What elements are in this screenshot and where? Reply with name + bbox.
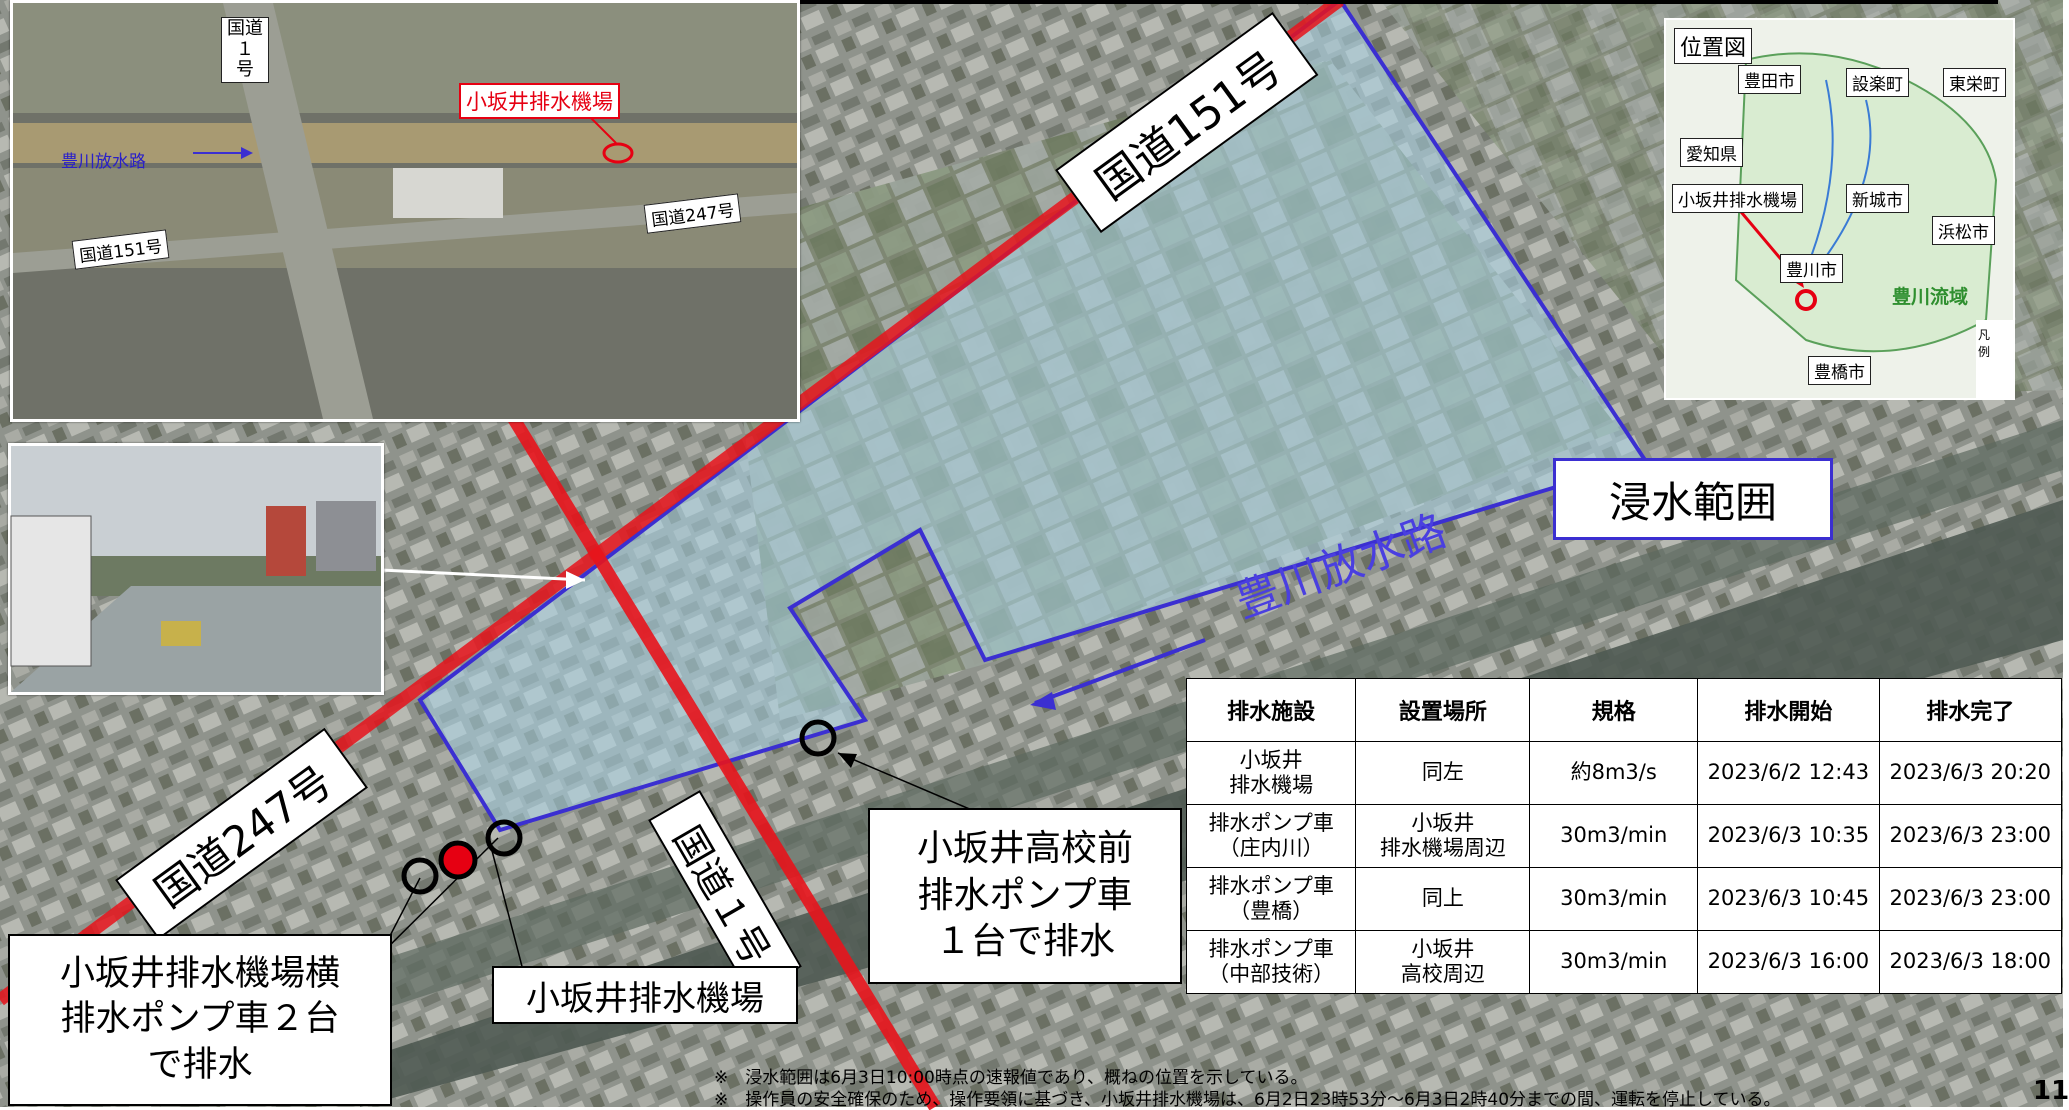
table-cell: 2023/6/3 16:00 — [1697, 930, 1880, 994]
table-cell: 2023/6/3 18:00 — [1878, 930, 2063, 994]
table-cell: 小坂井 高校周辺 — [1355, 930, 1531, 994]
map-label-hamamatsu: 浜松市 — [1932, 216, 1995, 245]
kosakai-school-pumps-label: 小坂井高校前 排水ポンプ車 １台で排水 — [868, 808, 1182, 984]
map-label-basin: 豊川流域 — [1892, 286, 1969, 308]
table-cell: 2023/6/3 20:20 — [1878, 741, 2063, 805]
table-cell: 排水ポンプ車 （豊橋） — [1185, 867, 1357, 931]
aerial-station-label: 小坂井排水機場 — [459, 83, 620, 119]
flood-area-label: 浸水範囲 — [1553, 458, 1833, 540]
aerial-photo: 国道 １ 号 小坂井排水機場 豊川放水路 国道247号 国道151号 — [10, 0, 800, 422]
table-cell: 2023/6/3 23:00 — [1878, 804, 2063, 868]
table-cell: 同上 — [1355, 867, 1531, 931]
location-map-title: 位置図 — [1674, 28, 1753, 64]
footnote-2: ※ 操作員の安全確保のため、操作要領に基づき、小坂井排水機場は、6月2日23時5… — [714, 1090, 1781, 1110]
table-cell: 2023/6/3 10:45 — [1697, 867, 1880, 931]
table-cell: 2023/6/3 10:35 — [1697, 804, 1880, 868]
table-cell: 排水ポンプ車 （中部技術） — [1185, 930, 1357, 994]
table-cell: 小坂井 排水機場周辺 — [1355, 804, 1531, 868]
map-label-shitara: 設楽町 — [1846, 68, 1909, 97]
footnote-1: ※ 浸水範囲は6月3日10:00時点の速報値であり、概ねの位置を示している。 — [714, 1068, 1308, 1088]
header-facility: 排水施設 — [1185, 678, 1357, 742]
header-location: 設置場所 — [1355, 678, 1531, 742]
map-label-toyota: 豊田市 — [1738, 65, 1801, 94]
top-frame — [20, 0, 1998, 4]
street-photo — [8, 443, 384, 695]
kosakai-side-pumps-label: 小坂井排水機場横 排水ポンプ車２台 で排水 — [8, 934, 392, 1106]
location-map: 位置図 豊田市 設楽町 東栄町 愛知県 小坂井排水機場 新城市 浜松市 豊川市 … — [1664, 18, 2015, 400]
table-header-row: 排水施設 設置場所 規格 排水開始 排水完了 — [1185, 678, 2063, 742]
map-label-toei: 東栄町 — [1943, 68, 2006, 97]
header-end: 排水完了 — [1878, 678, 2063, 742]
kosakai-station-label: 小坂井排水機場 — [492, 966, 798, 1024]
table-cell: 30m3/min — [1529, 867, 1699, 931]
map-label-toyokawa: 豊川市 — [1780, 254, 1843, 283]
table-cell: 約8m3/s — [1529, 741, 1699, 805]
aerial-route1-label: 国道 １ 号 — [221, 17, 269, 84]
aerial-channel-label: 豊川放水路 — [61, 152, 146, 172]
map-label-shinshiro: 新城市 — [1846, 184, 1909, 213]
header-start: 排水開始 — [1697, 678, 1880, 742]
map-label-station: 小坂井排水機場 — [1672, 184, 1803, 213]
table-cell: 2023/6/3 23:00 — [1878, 867, 2063, 931]
map-legend-title: 凡 例 — [1978, 328, 2003, 359]
table-cell: 30m3/min — [1529, 804, 1699, 868]
map-label-aichi: 愛知県 — [1680, 138, 1743, 167]
table-cell: 2023/6/2 12:43 — [1697, 741, 1880, 805]
table-cell: 小坂井 排水機場 — [1185, 741, 1357, 805]
table-cell: 同左 — [1355, 741, 1531, 805]
table-cell: 排水ポンプ車 （庄内川） — [1185, 804, 1357, 868]
table-cell: 30m3/min — [1529, 930, 1699, 994]
header-spec: 規格 — [1529, 678, 1699, 742]
page-number: 11 — [2033, 1076, 2069, 1106]
map-label-toyohashi: 豊橋市 — [1808, 356, 1871, 385]
